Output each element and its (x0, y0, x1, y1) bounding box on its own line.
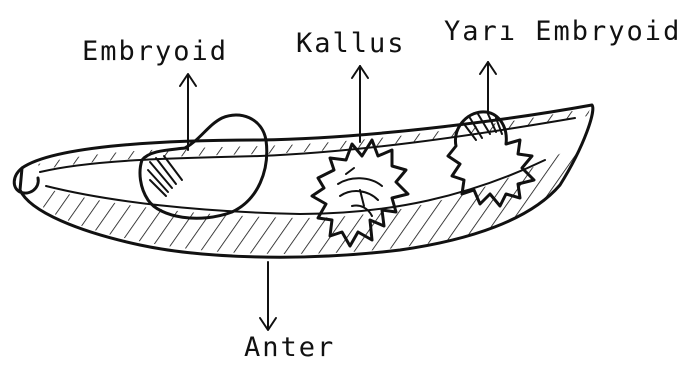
embryoid-shape (140, 115, 267, 218)
embryoid-arrow (180, 74, 196, 150)
label-anter: Anter (244, 334, 335, 361)
anter-arrow (260, 262, 276, 330)
kallus-arrow (352, 66, 368, 142)
label-embryoid: Embryoid (82, 38, 228, 65)
label-kallus: Kallus (296, 30, 406, 57)
yari-embryoid-arrow (480, 62, 496, 112)
label-yari-embryoid: Yarı Embryoid (444, 18, 681, 45)
